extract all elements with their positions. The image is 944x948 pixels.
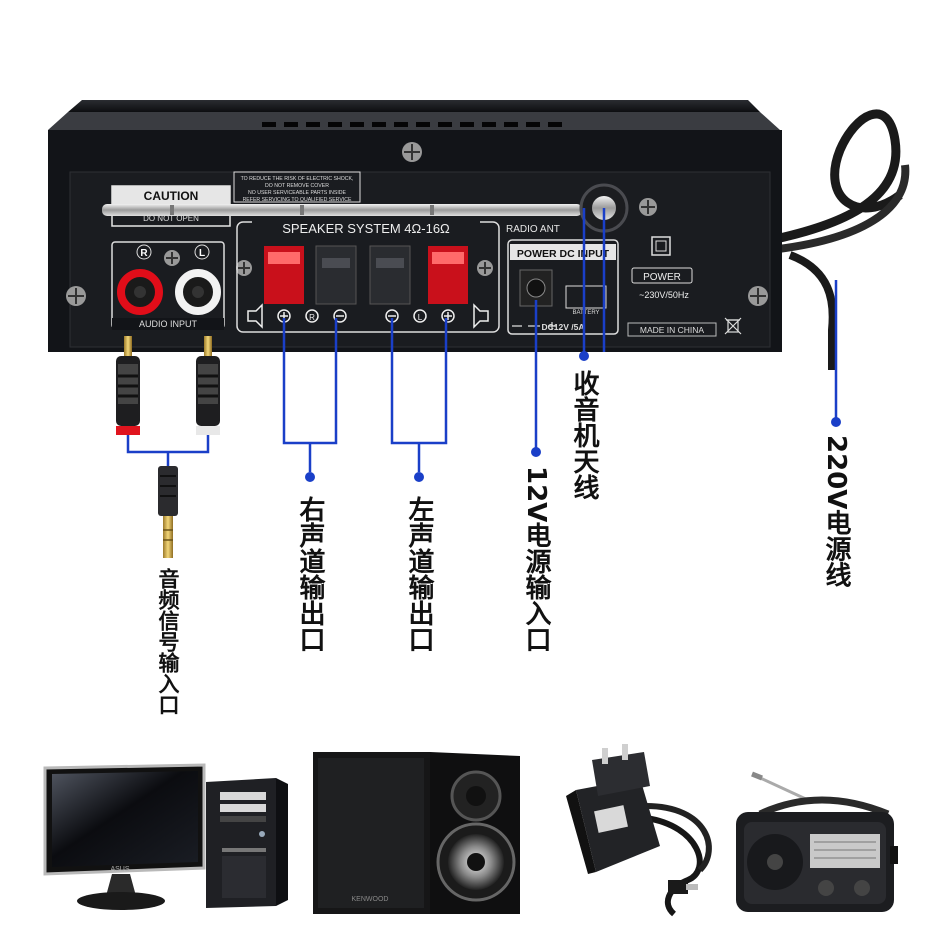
speaker-illustration: KENWOOD	[313, 752, 520, 914]
ch-r-label: R	[140, 248, 148, 259]
speaker-system-label: SPEAKER SYSTEM 4Ω-16Ω	[282, 221, 450, 236]
radio-ant-label: RADIO ANT	[506, 224, 560, 235]
ac-rating-label: ~230V/50Hz	[639, 290, 689, 300]
caution-title: CAUTION	[144, 189, 199, 203]
rca-cable	[116, 336, 220, 558]
monitor-brand: ASUS	[110, 866, 129, 873]
caution-label: CAUTION DO NOT OPEN TO REDUCE THE RISK O…	[111, 171, 361, 227]
warning-line-4: REFER SERVICING TO QUALIFIED SERVICE	[243, 197, 352, 203]
made-in-label: MADE IN CHINA	[640, 325, 705, 335]
callout-dots	[305, 351, 841, 482]
audio-input-panel: R L AUDIO INPUT	[111, 241, 225, 330]
label-ac-cord: 220V电源线	[821, 435, 851, 588]
radio-illustration	[736, 771, 898, 912]
ac-power-panel: POWER ~230V/50Hz MADE IN CHINA	[627, 236, 742, 337]
dc-rating-label: DC12V /5A	[542, 322, 585, 332]
label-dc-input: 12V电源输入口	[521, 466, 551, 653]
bin-icon	[724, 317, 742, 335]
battery-label: BATTERY	[572, 310, 599, 316]
warning-line-2: DO NOT REMOVE COVER	[265, 183, 329, 189]
right-minus-terminal[interactable]	[315, 245, 357, 305]
label-right-output: 右声道输出口	[295, 496, 325, 652]
label-audio-input: 音频信号输入口	[156, 568, 180, 715]
warning-line-3: NO USER SERVICEABLE PARTS INSIDE	[248, 190, 347, 196]
speaker-terminals: SPEAKER SYSTEM 4Ω-16Ω R L	[236, 216, 500, 333]
label-left-output: 左声道输出口	[404, 496, 434, 652]
left-minus-terminal[interactable]	[369, 245, 411, 305]
svg-text:R: R	[309, 313, 315, 322]
caution-sub: DO NOT OPEN	[143, 214, 199, 223]
dc-input-panel: POWER DC INPUT BATTERY DC12V /5A	[507, 239, 619, 335]
power-adapter-illustration	[566, 744, 712, 917]
svg-text:L: L	[418, 313, 423, 322]
screw-icon	[66, 142, 768, 306]
label-antenna: 收音机天线	[569, 370, 599, 500]
callout-lines	[282, 208, 838, 472]
ch-l-label: L	[199, 248, 205, 259]
power-label: POWER	[643, 272, 681, 283]
power-dc-input-label: POWER DC INPUT	[517, 248, 610, 260]
speaker-brand: KENWOOD	[352, 896, 389, 903]
computer-illustration: ASUS	[43, 763, 288, 910]
audio-input-label: AUDIO INPUT	[139, 319, 198, 329]
warning-line-1: TO REDUCE THE RISK OF ELECTRIC SHOCK,	[241, 176, 354, 182]
